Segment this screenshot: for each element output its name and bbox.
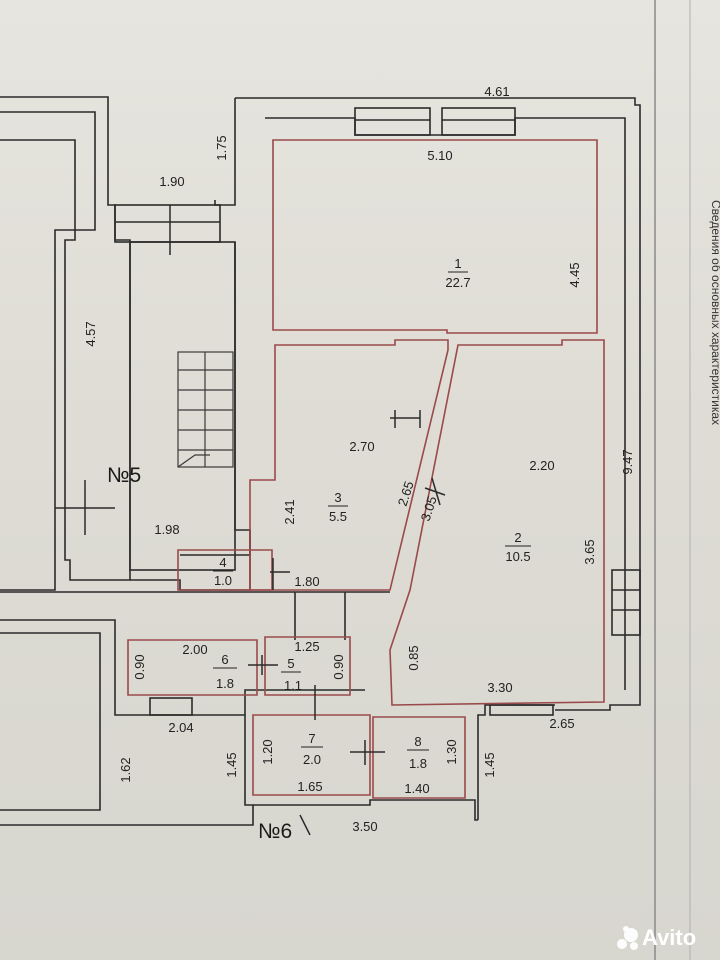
dim-stair-side: 1.75 bbox=[214, 135, 229, 160]
dim-room7-bottom: 1.65 bbox=[297, 779, 322, 794]
dim-corridor: 1.80 bbox=[294, 574, 319, 589]
room8-area: 1.8 bbox=[409, 756, 427, 771]
dim-room3-side: 2.41 bbox=[282, 499, 297, 524]
dim-stair-top: 1.90 bbox=[159, 174, 184, 189]
dim-unit5-bottom: 1.98 bbox=[154, 522, 179, 537]
dim-top-outer: 4.61 bbox=[484, 84, 509, 99]
room4-number: 4 bbox=[219, 555, 226, 570]
room2-area: 10.5 bbox=[505, 549, 530, 564]
dim-room8-bottom: 1.40 bbox=[404, 781, 429, 796]
dim-room7-side: 1.20 bbox=[260, 739, 275, 764]
room6-number: 6 bbox=[221, 652, 228, 667]
avito-logo-text: Avito bbox=[642, 925, 696, 950]
room7-number: 7 bbox=[308, 731, 315, 746]
dim-room1-top: 5.10 bbox=[427, 148, 452, 163]
dim-room1-side: 4.45 bbox=[567, 262, 582, 287]
door-marks bbox=[55, 205, 446, 836]
dim-left-b: 1.45 bbox=[224, 752, 239, 777]
dim-right-small: 1.45 bbox=[482, 752, 497, 777]
dim-room2-top: 2.20 bbox=[529, 458, 554, 473]
dim-room6-top: 2.00 bbox=[182, 642, 207, 657]
dim-below6: 2.04 bbox=[168, 720, 193, 735]
dim-room2-side: 3.65 bbox=[582, 539, 597, 564]
room4-area: 1.0 bbox=[214, 573, 232, 588]
dim-diag-a: 2.65 bbox=[395, 479, 417, 508]
room1-number: 1 bbox=[454, 256, 461, 271]
dim-room2-bottom: 3.30 bbox=[487, 680, 512, 695]
room-labels: 1 22.7 2 10.5 3 5.5 4 1.0 5 1.1 6 1.8 7 … bbox=[213, 256, 531, 771]
room3-area: 5.5 bbox=[329, 509, 347, 524]
room7-area: 2.0 bbox=[303, 752, 321, 767]
room5-number: 5 bbox=[287, 656, 294, 671]
room1-area: 22.7 bbox=[445, 275, 470, 290]
unit-label-6: №6 bbox=[258, 820, 292, 843]
room3-number: 3 bbox=[334, 490, 341, 505]
dim-outer-right: 9.47 bbox=[620, 449, 635, 474]
room-outlines bbox=[127, 139, 605, 799]
dim-diag-b: 3.05 bbox=[418, 494, 440, 523]
dim-room5-side: 0.90 bbox=[331, 654, 346, 679]
dim-unit5-height: 4.57 bbox=[83, 321, 98, 346]
dim-room3-top: 2.70 bbox=[349, 439, 374, 454]
dimension-labels: 4.61 5.10 4.45 9.47 1.90 1.75 4.57 1.98 … bbox=[83, 84, 635, 834]
avito-logo-icon bbox=[617, 926, 638, 950]
dim-room8-side: 1.30 bbox=[444, 739, 459, 764]
room5-area: 1.1 bbox=[284, 678, 302, 693]
dim-room6-side: 0.90 bbox=[132, 654, 147, 679]
dim-bottom-right: 2.65 bbox=[549, 716, 574, 731]
room8-number: 8 bbox=[414, 734, 421, 749]
walls bbox=[0, 96, 641, 826]
avito-watermark: Avito bbox=[617, 925, 696, 950]
dim-left-a: 1.62 bbox=[118, 757, 133, 782]
dim-room5-top: 1.25 bbox=[294, 639, 319, 654]
side-header-text: Сведения об основных характеристиках bbox=[709, 200, 720, 425]
room6-area: 1.8 bbox=[216, 676, 234, 691]
dim-bottom-total: 3.50 bbox=[352, 819, 377, 834]
dim-room2-left: 0.85 bbox=[406, 645, 421, 670]
unit-label-5: №5 bbox=[107, 464, 141, 487]
room2-number: 2 bbox=[514, 530, 521, 545]
